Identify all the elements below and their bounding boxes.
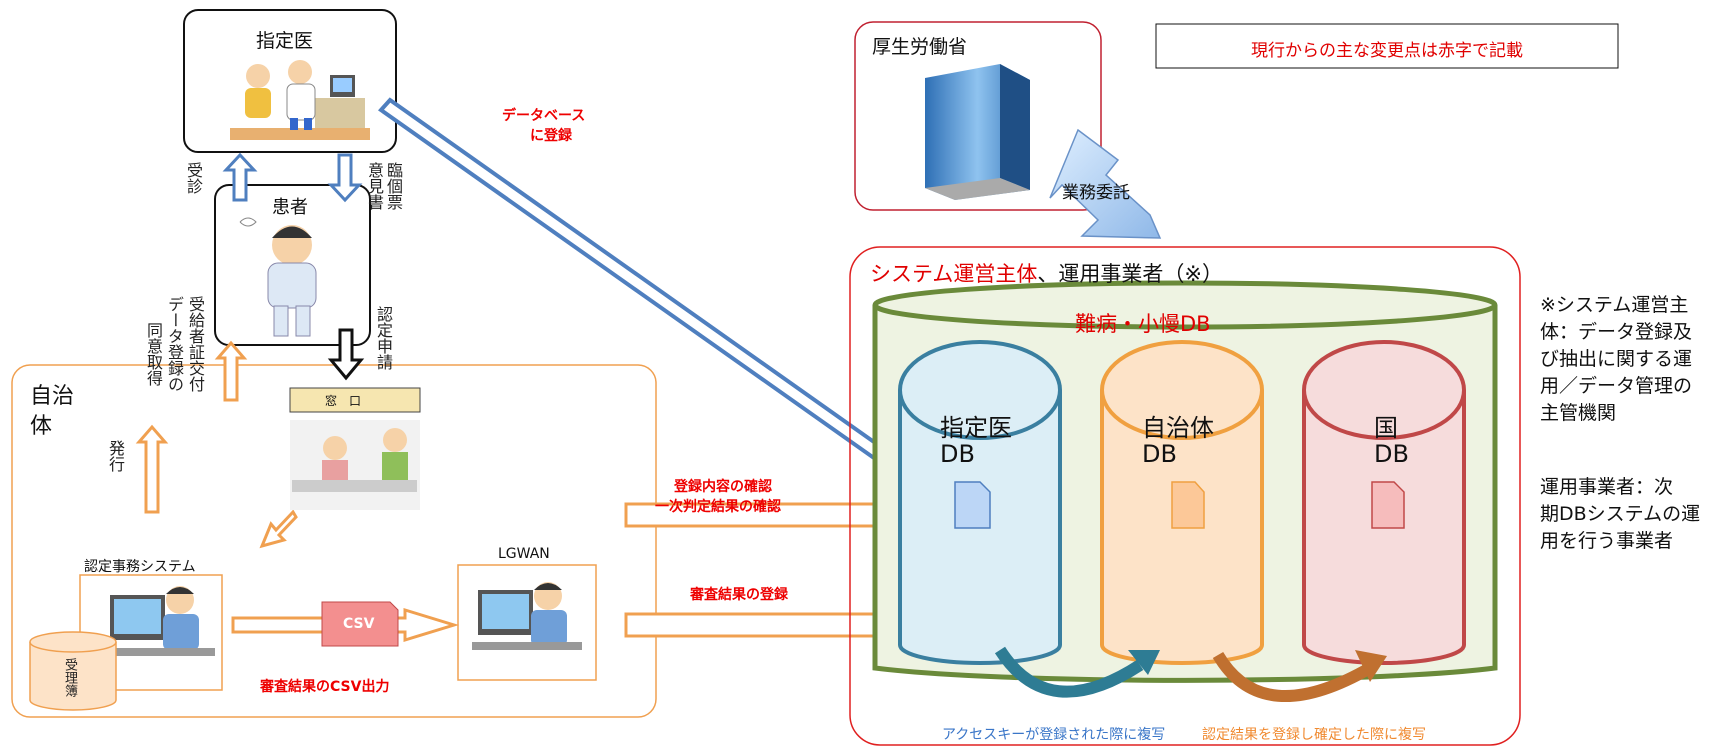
window-to-system-arrow xyxy=(259,509,298,549)
window-sign: 窓 口 xyxy=(325,394,362,408)
opinion-label-col2: 意見書 xyxy=(365,162,384,210)
copy-to-muni-arrowhead xyxy=(1128,650,1160,675)
consent-label-col1: 受給者証交付 xyxy=(186,296,205,392)
consent-label-col3: 同意取得 xyxy=(144,322,163,386)
certification-arrow xyxy=(327,328,365,381)
window-illustration xyxy=(289,387,421,510)
note-1-line: び抽出に関する運 xyxy=(1540,348,1693,370)
doctor-db-line2: DB xyxy=(940,440,975,468)
csv-label: CSV xyxy=(343,616,375,632)
operator-title-black: 、運用事業者（※） xyxy=(1037,262,1223,286)
note-1-line: 用／データ管理の xyxy=(1540,375,1693,397)
operator-box xyxy=(849,246,1521,746)
db-register-label-line2: に登録 xyxy=(530,128,572,144)
mhlw-title: 厚生労働省 xyxy=(872,36,968,58)
legend-orange: 認定結果を登録し確定した際に複写 xyxy=(1202,727,1426,743)
copy-to-nation-arrow xyxy=(1212,651,1373,702)
entrust-arrow xyxy=(1049,128,1162,239)
opinion-arrow xyxy=(327,153,363,203)
notice-box xyxy=(1155,23,1619,69)
csv-document xyxy=(321,601,399,647)
note-1-line: 体：データ登録及 xyxy=(1540,321,1693,343)
notice-text: 現行からの主な変更点は赤字で記載 xyxy=(1251,41,1523,61)
cert-system-label: 認定事務システム xyxy=(84,559,196,575)
confirm-label-line1: 登録内容の確認 xyxy=(674,479,772,495)
note-2: 運用事業者：次 期DBシステムの運 用を行う事業者 xyxy=(1540,474,1700,555)
nation-db-line2: DB xyxy=(1374,440,1409,468)
note-1-line: 主管機関 xyxy=(1540,402,1617,424)
doctor-db-line1: 指定医 xyxy=(940,414,1012,442)
note-1-line: ※システム運営主 xyxy=(1540,294,1689,316)
main-db-title: 難病・小慢DB xyxy=(1075,312,1211,336)
legend-blue: アクセスキーが登録された際に複写 xyxy=(942,727,1166,743)
operator-title: システム運営主体、運用事業者（※） xyxy=(870,258,1223,288)
ledger-cylinder xyxy=(29,631,117,711)
consult-arrow xyxy=(222,152,258,202)
register-result-label: 審査結果の登録 xyxy=(690,587,788,603)
municipality-title-line2: 体 xyxy=(30,414,53,439)
patient-title: 患者 xyxy=(272,197,308,218)
operator-title-red: システム運営主体 xyxy=(870,262,1038,286)
ledger-label: 受理簿 xyxy=(62,658,77,697)
doctor-illustration xyxy=(230,60,370,140)
building-icon xyxy=(925,64,1030,200)
certification-request-label: 認定申請 xyxy=(374,306,393,370)
confirm-label-line2: 一次判定結果の確認 xyxy=(655,499,781,515)
note-2-line: 期DBシステムの運 xyxy=(1540,503,1701,525)
consult-label: 受診 xyxy=(184,162,203,194)
consent-arrow xyxy=(214,340,248,402)
patient-illustration xyxy=(239,217,317,337)
entrust-label: 業務委託 xyxy=(1062,183,1130,203)
copy-to-muni-arrow xyxy=(994,646,1144,698)
csv-output-label: 審査結果のCSV出力 xyxy=(260,679,390,695)
issue-label: 発行 xyxy=(106,440,125,472)
municipality-db-line1: 自治体 xyxy=(1142,414,1214,442)
note-2-line: 用を行う事業者 xyxy=(1540,530,1674,552)
municipality-db-line2: DB xyxy=(1142,440,1177,468)
doctor-title: 指定医 xyxy=(256,30,314,52)
nation-db-cylinder xyxy=(1302,340,1466,665)
db-register-label-line1: データベース xyxy=(502,108,586,124)
lgwan-label: LGWAN xyxy=(498,546,550,562)
issue-arrow xyxy=(135,424,169,514)
note-1: ※システム運営主 体：データ登録及 び抽出に関する運 用／データ管理の 主管機関 xyxy=(1540,292,1692,427)
municipality-db-cylinder xyxy=(1100,340,1264,665)
consent-label-col2: データ登録の xyxy=(165,296,184,392)
cert-system-illustration xyxy=(105,586,215,656)
municipality-title-line1: 自治 xyxy=(30,384,75,409)
note-2-line: 運用事業者：次 xyxy=(1540,476,1674,498)
copy-to-nation-arrowhead xyxy=(1355,650,1387,682)
lgwan-illustration xyxy=(472,582,582,650)
doctor-db-cylinder xyxy=(898,340,1062,665)
opinion-label-col1: 臨個票 xyxy=(384,162,403,210)
nation-db-line1: 国 xyxy=(1374,414,1398,442)
